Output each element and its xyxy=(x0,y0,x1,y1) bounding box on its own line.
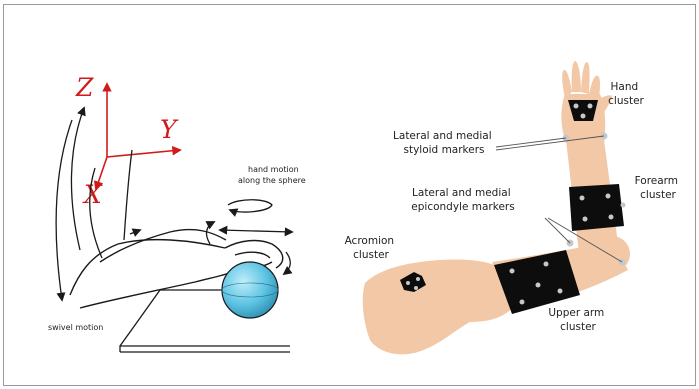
right-panel: Hand cluster Lateral and medial styloid … xyxy=(345,61,682,354)
left-panel: Z Y X xyxy=(48,73,306,352)
hand-cluster-label: Hand cluster xyxy=(608,81,644,107)
sphere xyxy=(222,262,278,318)
forearm-cluster-label: Forearm cluster xyxy=(635,175,682,201)
z-axis-label: Z xyxy=(75,73,94,102)
styloid-markers-label: Lateral and medial styloid markers xyxy=(393,130,495,156)
y-axis-label: Y xyxy=(160,115,179,144)
swivel-motion-label: swivel motion xyxy=(48,323,103,332)
hand-motion-label-line1: hand motion xyxy=(248,165,299,174)
acromion-cluster-label: Acromion cluster xyxy=(345,235,398,261)
elbow xyxy=(594,236,630,272)
shoulder-torso xyxy=(363,259,515,354)
hand-motion-label-line2: along the sphere xyxy=(238,176,306,185)
upper-arm-cluster-label: Upper arm cluster xyxy=(548,307,607,333)
forearm-cluster xyxy=(569,184,626,231)
epicondyle-markers-label: Lateral and medial epicondyle markers xyxy=(411,187,514,213)
y-axis xyxy=(107,150,180,157)
x-axis-label: X xyxy=(82,180,103,209)
